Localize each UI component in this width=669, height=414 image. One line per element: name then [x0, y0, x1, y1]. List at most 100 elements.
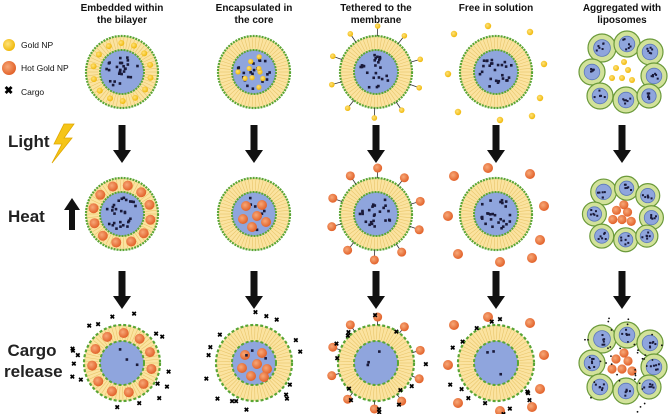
- lipid-tail: [517, 372, 530, 378]
- released-cargo-icon: ✖: [244, 406, 250, 414]
- lipid-tail: [341, 209, 353, 212]
- released-cargo-icon: ✖: [482, 399, 488, 407]
- cargo: [624, 243, 627, 246]
- cargo: [648, 92, 651, 95]
- cargo: [625, 48, 628, 51]
- cargo: [500, 63, 504, 67]
- lipid-tail: [271, 338, 282, 348]
- cargo: [127, 219, 131, 223]
- cargo: [488, 85, 491, 88]
- lipid-tail: [266, 91, 274, 101]
- gold-np: [95, 51, 102, 58]
- cargo: [120, 197, 124, 201]
- lipid-tail: [398, 76, 410, 80]
- lipid-tail: [343, 373, 356, 380]
- cargo: [497, 221, 500, 224]
- lipid-tail: [359, 92, 366, 103]
- lipid-tail: [347, 340, 358, 349]
- small-liposome-core: [593, 39, 611, 57]
- hot-gold-np: [443, 360, 453, 370]
- lipid-tail: [270, 190, 280, 199]
- gold-np: [371, 115, 378, 121]
- lipid-tail: [272, 50, 282, 59]
- lipid-tail: [353, 89, 362, 99]
- lipid-tail: [362, 93, 368, 105]
- lipid-tail: [517, 223, 528, 229]
- lipid-tail: [461, 74, 473, 77]
- lipid-tail: [479, 234, 486, 245]
- released-cargo-icon: ✖: [283, 391, 289, 399]
- lipid-tail: [122, 237, 125, 249]
- cargo: [624, 102, 627, 105]
- cargo: [126, 56, 129, 59]
- lipid-tail: [224, 53, 235, 61]
- cargo: [375, 85, 379, 89]
- lipid-tail: [276, 206, 288, 210]
- cargo: [114, 207, 118, 211]
- lipid-tail: [388, 233, 396, 243]
- lipid-tail: [482, 181, 488, 193]
- lipid-tail: [463, 60, 474, 65]
- lipid-tail: [373, 237, 376, 249]
- lipid-tail: [273, 225, 284, 233]
- released-cargo-dot: [588, 367, 591, 370]
- lipid-tail: [231, 45, 240, 55]
- cargo: [115, 65, 119, 69]
- lipid-tail: [350, 48, 360, 57]
- lipid-tail: [240, 39, 246, 51]
- down-arrow-shaft: [372, 125, 380, 151]
- column-title-free: Free in solution: [458, 3, 534, 14]
- cargo: [478, 72, 482, 76]
- released-cargo-icon: ✖: [204, 375, 210, 383]
- cargo: [651, 48, 654, 51]
- cargo: [627, 234, 630, 237]
- lipid-tail: [499, 95, 502, 107]
- legend-hot-label: Hot Gold NP: [21, 63, 69, 73]
- lipid-tail: [353, 231, 362, 241]
- lipid-tail: [247, 327, 251, 340]
- cargo: [112, 203, 116, 207]
- cargo: [589, 213, 592, 216]
- released-cargo-icon: ✖: [70, 345, 76, 353]
- lipid-tail: [398, 202, 409, 207]
- lipid-tail: [381, 94, 386, 106]
- row-label-release-line2: release: [4, 362, 63, 381]
- lipid-tail: [518, 76, 530, 80]
- lipid-tail: [217, 366, 231, 369]
- cargo: [503, 60, 507, 64]
- cargo: [649, 341, 652, 344]
- hot-gold-np: [397, 247, 407, 257]
- lipid-tail: [384, 39, 390, 51]
- lipid-tail: [460, 353, 474, 358]
- lipid-tail: [125, 95, 128, 107]
- lipid-tail: [244, 236, 249, 248]
- lipid-tail: [227, 379, 238, 389]
- released-cargo-icon: ✖: [217, 331, 223, 339]
- hot-gold-np: [343, 245, 353, 255]
- cargo: [644, 196, 647, 199]
- lipid-tail: [261, 328, 267, 341]
- cargo: [625, 332, 628, 335]
- lipid-tail: [392, 87, 402, 96]
- down-arrow-icon: [367, 296, 385, 309]
- released-cargo-icon: ✖: [396, 401, 402, 409]
- lipid-tail: [272, 85, 282, 94]
- released-cargo-dot: [634, 368, 637, 371]
- lipid-tail: [250, 386, 253, 400]
- lipid-tail: [340, 368, 354, 373]
- lipid-tail: [275, 223, 286, 229]
- lipid-tail: [510, 231, 519, 241]
- cargo: [107, 68, 111, 72]
- down-arrow-shaft: [250, 271, 258, 297]
- cargo: [649, 365, 652, 368]
- released-cargo-icon: ✖: [115, 404, 121, 412]
- lipid-tail: [464, 223, 475, 229]
- released-cargo-dot: [607, 320, 610, 323]
- cargo: [121, 223, 125, 227]
- lipid-tail: [518, 367, 532, 371]
- released-cargo-icon: ✖: [136, 400, 142, 408]
- lipid-tail: [461, 216, 473, 219]
- hot-gold-np: [619, 348, 629, 358]
- cargo: [499, 217, 502, 221]
- cargo: [600, 388, 603, 391]
